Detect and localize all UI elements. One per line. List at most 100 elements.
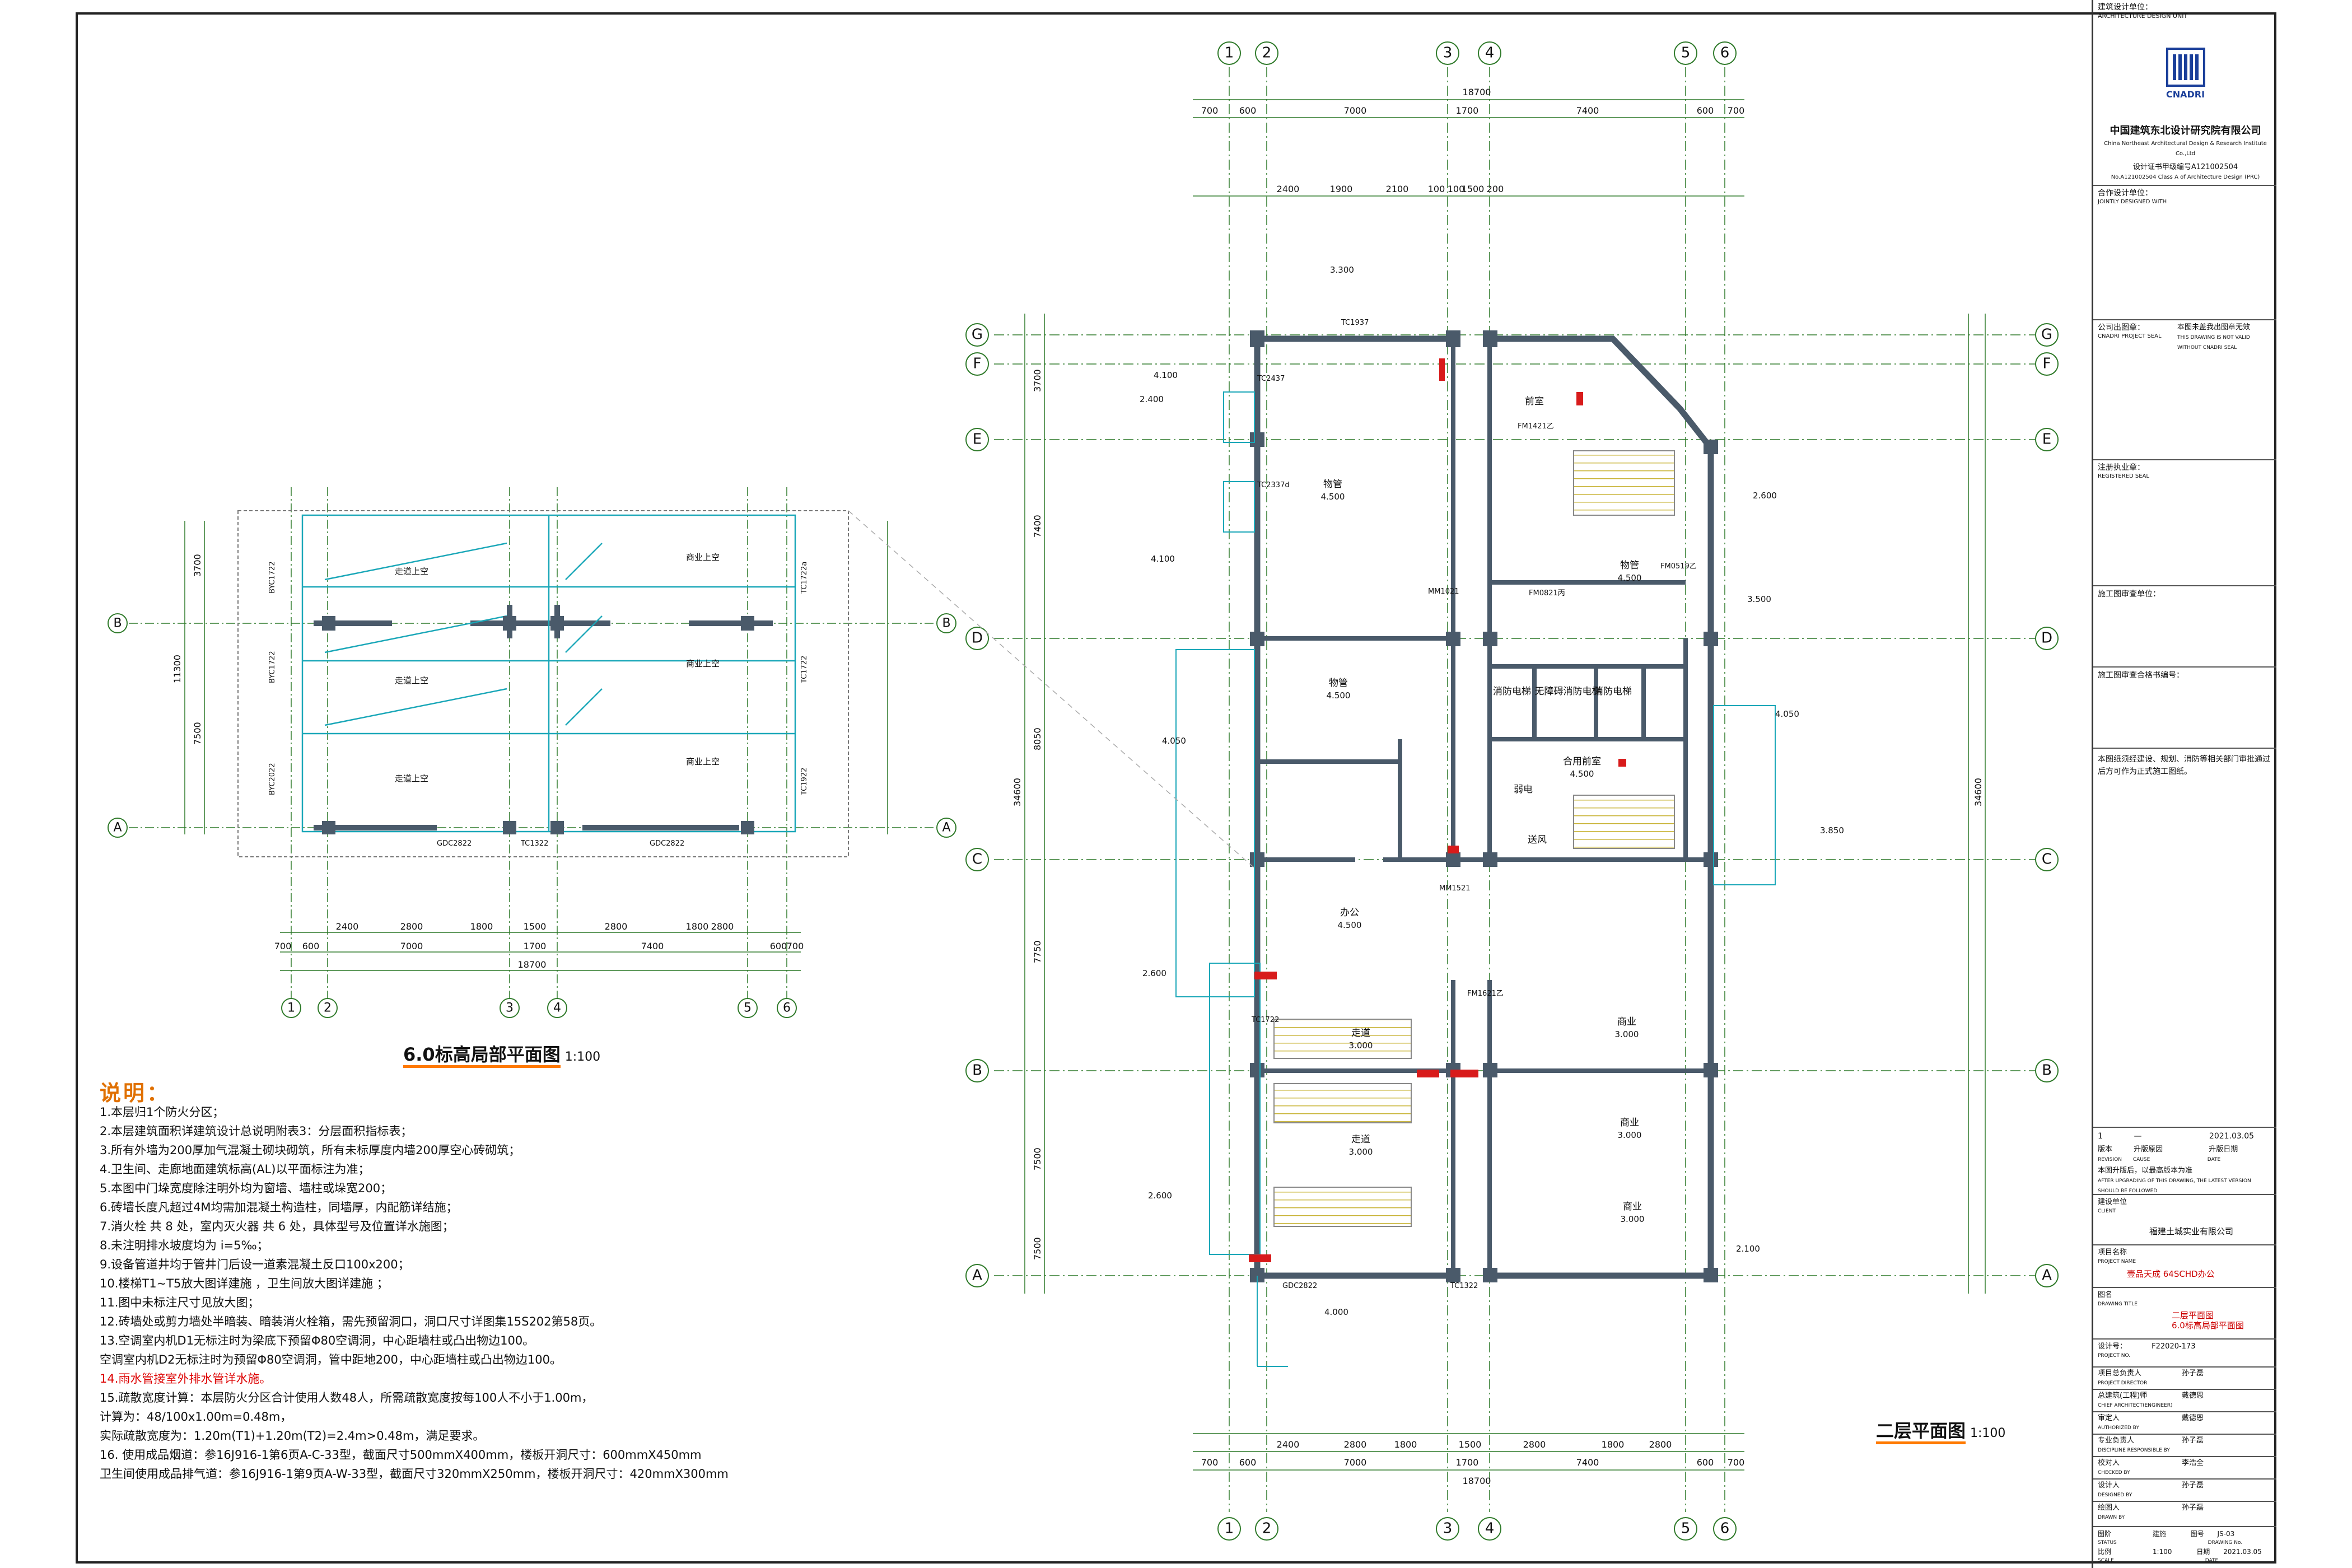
room-label: 弱电	[1514, 784, 1533, 795]
partial-tag: BYC2022	[268, 763, 277, 795]
axis-bubble-bottom-2: 2	[1255, 1517, 1278, 1541]
svg-text:2: 2	[324, 1001, 332, 1015]
svg-text:B: B	[942, 616, 950, 630]
dim-bottom2: 700	[1728, 1457, 1745, 1468]
dim-bottom: 2800	[1649, 1439, 1672, 1450]
room-elevation: 3.000	[1618, 1130, 1642, 1140]
axis-bubble-bottom-4: 4	[1478, 1517, 1501, 1541]
room-elevation: 3.000	[1615, 1029, 1639, 1039]
elevation-mark: 2.600	[1142, 968, 1166, 978]
rev-head-version-en: REVISION	[2098, 1157, 2122, 1163]
elevation-mark: 4.100	[1154, 370, 1178, 380]
note-item: 10.楼梯T1~T5放大图详建施 ，卫生间放大图详建施 ；	[100, 1277, 389, 1290]
project-name: 壹品天成 64SCHD办公	[2127, 1269, 2215, 1279]
room-elevation: 4.500	[1327, 690, 1351, 701]
revision-note-en: AFTER UPGRADING OF THIS DRAWING, THE LAT…	[2098, 1178, 2251, 1194]
drawing-no-label: 图号	[2190, 1530, 2204, 1538]
axis-bubble-left-A: A	[965, 1264, 989, 1287]
dim-top: 1700	[1456, 105, 1479, 116]
note-item: 2.本层建筑面积详建筑设计总说明附表3：分层面积指标表；	[100, 1124, 413, 1138]
room-elevation: 4.500	[1338, 920, 1362, 930]
signature-row: 校对人李浩全	[2098, 1458, 2273, 1468]
axis-bubble-left-E: E	[965, 428, 989, 451]
partial-plan-dimension-lines	[184, 521, 888, 971]
note-item: 6.砖墙长度凡超过4M均需加混凝土构造柱，同墙厚，内配筋详结施；	[100, 1201, 458, 1214]
note-item: 11.图中未标注尺寸见放大图；	[100, 1296, 260, 1309]
partial-axis-bubble-3: 3	[500, 998, 520, 1018]
design-no-label: 设计号：	[2098, 1342, 2127, 1351]
room-elevation: 3.000	[1349, 1040, 1373, 1051]
signature-role-en: PROJECT DIRECTOR	[2098, 1380, 2148, 1386]
dim-bottom: 1800	[1394, 1439, 1417, 1450]
signature-role-en: AUTHORIZED BY	[2098, 1425, 2139, 1431]
dim-top2: 2100	[1386, 184, 1409, 194]
axis-bubble-right-E: E	[2035, 428, 2059, 451]
client-name: 福建土城实业有限公司	[2149, 1226, 2234, 1236]
room-label: 走道	[1351, 1028, 1370, 1039]
note-item: 9.设备管道井均于管井门后设一道素混凝土反口100x200；	[100, 1258, 410, 1271]
dim-bottom: 1500	[1459, 1439, 1482, 1450]
partial-tag: TC1722a	[800, 562, 809, 594]
stairs	[1273, 450, 1675, 1227]
axis-bubble-right-C: C	[2035, 848, 2059, 871]
dim-bottom2: 1700	[1456, 1457, 1479, 1468]
note-item: 12.砖墙处或剪力墙处半暗装、暗装消火栓箱，需先预留洞口，洞口尺寸详图集15S2…	[100, 1315, 602, 1328]
room-label: 办公	[1340, 907, 1359, 918]
svg-text:1: 1	[1225, 45, 1234, 62]
axis-bubble-bottom-6: 6	[1713, 1517, 1737, 1541]
svg-text:5: 5	[744, 1001, 752, 1015]
partial-plan-scale: 1:100	[564, 1050, 601, 1064]
elevation-mark: 2.400	[1140, 394, 1164, 404]
axis-bubble-right-D: D	[2035, 627, 2059, 650]
dim-left: 8050	[1032, 727, 1043, 750]
partial-axis-bubble-left-B: B	[108, 613, 128, 633]
review-cert-label: 施工图审查合格书编号：	[2098, 671, 2184, 680]
seal-label-en: CNADRI PROJECT SEAL	[2098, 333, 2162, 339]
note-item: 7.消火栓 共 8 处，室内灭火器 共 6 处，具体型号及位置详水施图；	[100, 1220, 454, 1233]
partial-room-label: 商业上空	[686, 757, 720, 767]
svg-text:E: E	[973, 431, 982, 448]
status-row: 图阶 建施 图号 JS-03	[2098, 1529, 2273, 1539]
client-label: 建设单位	[2098, 1198, 2127, 1206]
status-en: STATUS	[2098, 1540, 2117, 1546]
rev-head-version: 版本	[2098, 1145, 2113, 1154]
door-window-tag: FM1421乙	[1518, 422, 1554, 431]
room-label: 前室	[1525, 396, 1544, 407]
partial-dim-bottom2: 600	[770, 941, 787, 951]
partial-dim-overall: 18700	[518, 959, 547, 970]
room-label: 物管	[1620, 560, 1639, 571]
svg-text:A: A	[972, 1267, 982, 1284]
axis-bubble-top-2: 2	[1255, 41, 1278, 65]
partial-tag: GDC2822	[650, 839, 684, 848]
partial-room-label: 走道上空	[395, 675, 428, 685]
drawing-title: 二层平面图 6.0标高局部平面图	[2172, 1310, 2244, 1331]
revision-row: 1 — 2021.03.05	[2098, 1131, 2273, 1141]
room-label: 合用前室	[1563, 756, 1601, 767]
svg-text:5: 5	[1681, 45, 1691, 62]
door-window-tag: MM1521	[1439, 884, 1471, 893]
partial-dim-bottom2: 1700	[524, 941, 547, 951]
note-item: 4.卫生间、走廊地面建筑标高(AL)以平面标注为准；	[100, 1163, 370, 1176]
signature-row: 绘图人孙子磊	[2098, 1503, 2273, 1513]
main-plan-scale: 1:100	[1970, 1426, 2006, 1440]
revision-header-en: REVISION CAUSE DATE	[2098, 1155, 2273, 1165]
partial-plan-outline	[301, 514, 796, 833]
partial-dim-bottom: 2800	[400, 921, 423, 932]
room-elevation: 3.000	[1349, 1147, 1373, 1157]
partial-dim-bottom: 1500	[524, 921, 547, 932]
svg-text:E: E	[2042, 431, 2051, 448]
svg-text:2: 2	[1262, 1520, 1272, 1537]
dim-left: 3700	[1032, 369, 1043, 392]
dim-bottom2: 7000	[1344, 1457, 1367, 1468]
room-label: 消防电梯	[1594, 686, 1632, 697]
door-window-tag: FM1621乙	[1467, 990, 1504, 998]
partial-plan-title-text: 6.0标高局部平面图	[403, 1044, 561, 1068]
note-item: 卫生间使用成品排气道：参16J916-1第9页A-W-33型，截面尺寸320mm…	[100, 1467, 729, 1481]
elevation-mark: 2.600	[1753, 491, 1777, 501]
note-item: 8.未注明排水坡度均为 i=5‰；	[100, 1239, 269, 1252]
dim-bottom: 2800	[1344, 1439, 1367, 1450]
dim-bottom-overall: 18700	[1463, 1476, 1491, 1486]
axis-bubble-right-F: F	[2035, 352, 2059, 376]
room-label: 送风	[1528, 834, 1547, 846]
